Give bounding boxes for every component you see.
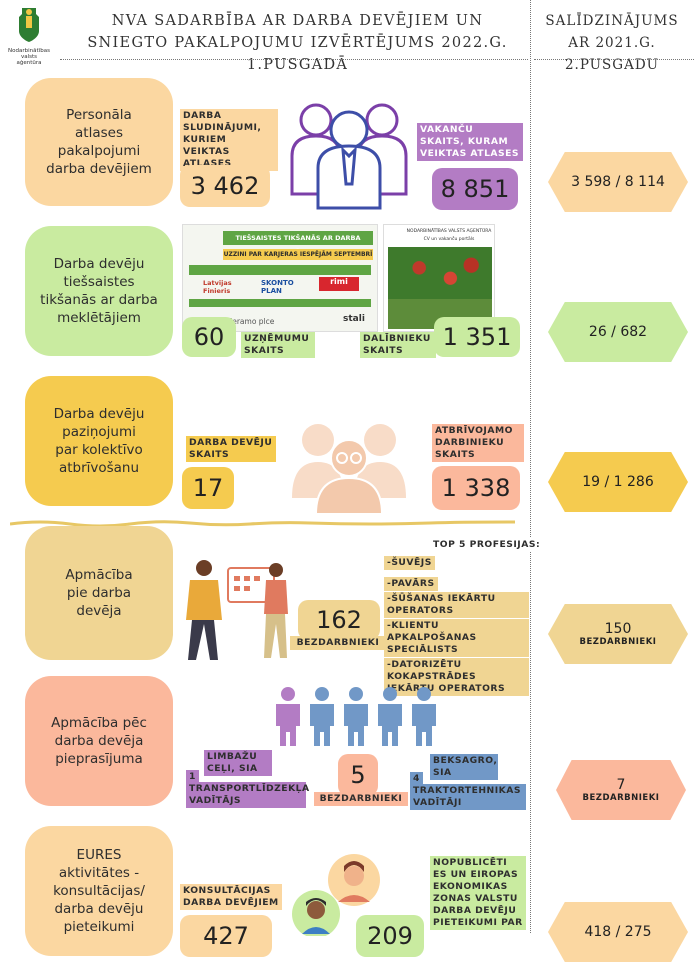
page-title: NVA SADARBĪBA AR DARBA DEVĒJIEM UN SNIEG… [87,13,508,73]
poster-subtitle: UZZINI PAR KARJERAS IESPĒJĀM SEPTEMBRĪ [223,249,373,260]
top5-item: -DATORIZĒTU KOKAPSTRĀDES IEKĀRTU OPERATO… [384,658,529,696]
poster2-header: NODARBINĀTĪBAS VALSTS AĢENTŪRA [406,229,492,234]
compare-value: 150 [604,621,632,637]
company-beksagro-count: 4 [410,772,423,786]
role-tractor-label: TRAKTORTEHNIKAS VADĪTĀJI [410,784,526,810]
compare-label: BEZDARBNIEKI [579,637,657,647]
agency-logo: Nodarbinātības valsts aģentūra [8,4,50,66]
compare-training-at-employer: 150 BEZDARBNIEKI [548,604,688,664]
poster-title: TIEŠSAISTES TIKŠANĀS AR DARBA DEVĒJIEM [223,231,373,256]
vacancies-label: VAKANČU SKAITS, KURAM VEIKTAS ATLASES [417,123,523,161]
consultations-label: KONSULTĀCIJAS DARBA DEVĒJIEM [180,884,282,910]
on-demand-value: 5 [338,754,378,796]
company-limbazu-count: 1 [186,770,199,784]
coat-of-arms-icon [8,4,50,44]
strawberries-image [388,247,492,299]
logo-text: Nodarbinātības valsts aģentūra [8,48,50,66]
logo-skonto: SKONTO PLAN [261,279,294,295]
dismissed-workers-label: ATBRĪVOJAMO DARBINIEKU SKAITS [432,424,524,462]
section-title: Darba devēju tiešsaistes tikšanās ar dar… [40,256,158,326]
compare-eures: 418 / 275 [548,902,688,962]
compare-value: 7 [616,777,626,793]
training-value: 162 [298,600,380,640]
event-poster-2: NODARBINĀTĪBAS VALSTS AĢENTŪRA CV un vak… [383,224,495,332]
section-divider-wavy [10,520,515,528]
job-ads-label: DARBA SLUDINĀJUMI, KURIEM VEIKTAS ATLASE… [180,109,278,171]
job-ads-value: 3 462 [180,165,270,207]
section-title: Apmācība pēc darba devēja pieprasījuma [51,715,147,767]
section-collective-dismissal: Darba devēju paziņojumi par kolektīvo at… [25,376,173,506]
training-value-label: BEZDARBNIEKI [290,636,386,650]
section-personnel-selection: Personāla atlases pakalpojumi darba devē… [25,78,173,206]
compare-online-meetings: 26 / 682 [548,302,688,362]
group-people-icon [276,687,436,746]
companies-value: 60 [182,317,236,357]
consultations-value: 427 [180,915,272,957]
poster2-subtitle: CV un vakanču portāls [423,237,475,242]
employers-count-label: DARBA DEVĒJU SKAITS [186,436,276,462]
compare-personnel: 3 598 / 8 114 [548,152,688,212]
compare-training-on-demand: 7 BEZDARBNIEKI [556,760,686,820]
logo-rimi: rimi [319,277,359,291]
section-title: EURES aktivitātes - konsultācijas/ darba… [53,847,145,935]
employers-count-value: 17 [182,467,234,509]
section-training-on-demand: Apmācība pēc darba devēja pieprasījuma [25,676,173,806]
on-demand-value-label: BEZDARBNIEKI [314,792,408,806]
vacancies-value: 8 851 [432,168,518,210]
logo-ceramo: Ceramo plce [227,317,275,326]
top5-item: -PAVĀRS [384,577,438,591]
participants-value: 1 351 [434,317,520,357]
consultants-avatar-icon [292,854,380,936]
logo-finieris: Latvijas Finieris [203,279,232,295]
section-title: Apmācība pie darba devēja [65,567,133,619]
top5-item: -KLIENTU APKALPOŠANAS SPECIĀLISTS [384,619,529,657]
compare-collective-dismissal: 19 / 1 286 [548,452,688,512]
section-title: Darba devēju paziņojumi par kolektīvo at… [53,406,145,476]
company-limbazu-label: LIMBAŽU CEĻI, SIA [204,750,272,776]
role-driver-label: TRANSPORTLĪDZEKĻA VADĪTĀJS [186,782,309,808]
header-divider-right [534,59,694,60]
column-divider [530,0,531,933]
top5-item: -ŠUVĒJS [384,556,435,570]
team-people-icon [290,103,408,210]
logo-stali: stali [343,314,365,324]
section-training-at-employer: Apmācība pie darba devēja [25,526,173,660]
training-people-illustration [186,560,288,660]
companies-label: UZŅĒMUMU SKAITS [241,332,315,358]
published-vacancies-label: NOPUBLICĒTI ES UN EIROPAS EKONOMIKAS ZON… [430,856,526,930]
section-online-meetings: Darba devēju tiešsaistes tikšanās ar dar… [25,226,173,356]
top5-title: TOP 5 PROFESIJAS: [430,538,544,552]
participants-label: DALĪBNIEKU SKAITS [360,332,436,358]
header-divider [60,59,528,60]
event-poster-1: TIEŠSAISTES TIKŠANĀS AR DARBA DEVĒJIEM U… [182,224,378,332]
comparison-title: SALĪDZINĀJUMS AR 2021.G. 2.PUSGADU [545,13,679,73]
compare-label: BEZDARBNIEKI [582,793,660,803]
dismissed-workers-value: 1 338 [432,466,520,510]
section-title: Personāla atlases pakalpojumi darba devē… [46,107,152,177]
top5-item: -ŠŪŠANAS IEKĀRTU OPERATORS [384,592,529,618]
section-eures: EURES aktivitātes - konsultācijas/ darba… [25,826,173,956]
dismissed-people-icon [292,424,406,514]
top5-list: -ŠUVĒJS -PAVĀRS -ŠŪŠANAS IEKĀRTU OPERATO… [384,550,529,696]
company-beksagro-label: BEKSAGRO, SIA [430,754,498,780]
published-vacancies-value: 209 [356,915,424,957]
